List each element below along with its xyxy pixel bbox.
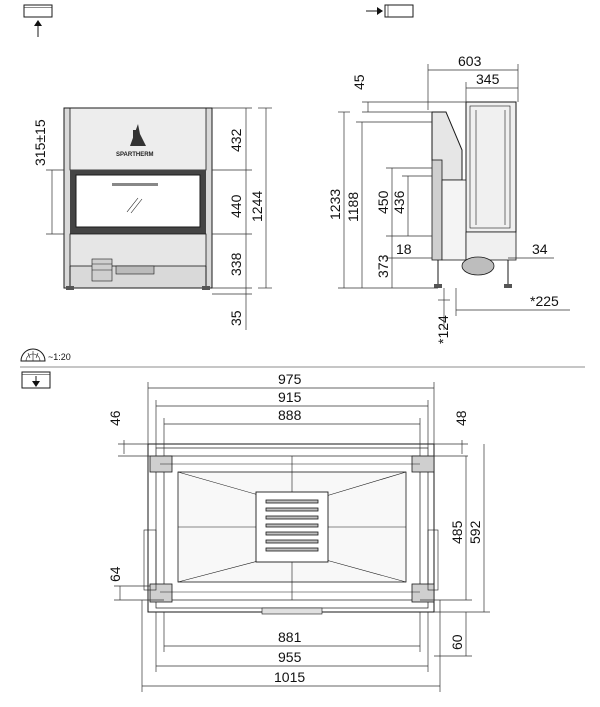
side-view-icon xyxy=(366,4,414,18)
dim-592: 592 xyxy=(467,520,483,544)
dim-915: 915 xyxy=(278,389,302,405)
dim-432: 432 xyxy=(228,128,244,152)
dim-225: *225 xyxy=(530,293,559,309)
dim-975: 975 xyxy=(278,371,302,387)
dim-60: 60 xyxy=(449,634,465,650)
dim-450: 450 xyxy=(375,190,391,214)
dim-440: 440 xyxy=(228,194,244,218)
dim-34: 34 xyxy=(532,241,548,257)
scale-icon xyxy=(20,348,46,362)
dim-64: 64 xyxy=(107,566,123,582)
dim-888: 888 xyxy=(278,407,302,423)
dim-1188: 1188 xyxy=(345,192,361,222)
dim-18: 18 xyxy=(396,241,412,257)
front-dimensions xyxy=(46,107,272,330)
dim-955: 955 xyxy=(278,649,302,665)
scale-label: ~1:20 xyxy=(48,352,71,362)
dim-46: 46 xyxy=(107,410,123,426)
dim-45: 45 xyxy=(351,74,367,90)
front-view xyxy=(63,107,213,290)
dim-436: 436 xyxy=(391,190,407,214)
top-view-icon xyxy=(21,371,51,389)
side-view xyxy=(431,101,517,288)
brand-logo: SPARTHERM xyxy=(116,152,154,158)
front-view-icon xyxy=(23,4,53,37)
dim-35: 35 xyxy=(228,310,244,326)
dim-1015: 1015 xyxy=(274,669,305,685)
dim-603: 603 xyxy=(458,53,482,69)
dim-315: 315±15 xyxy=(32,119,48,166)
dim-1233: 1233 xyxy=(327,189,343,220)
dim-345: 345 xyxy=(476,71,500,87)
dim-338: 338 xyxy=(228,252,244,276)
dim-1244: 1244 xyxy=(249,191,265,222)
plan-view xyxy=(143,443,439,615)
dim-485: 485 xyxy=(449,520,465,544)
side-dimensions xyxy=(338,64,570,330)
dim-881: 881 xyxy=(278,629,302,645)
dim-373: 373 xyxy=(375,254,391,278)
dim-124: *124 xyxy=(435,315,451,344)
plan-dimensions xyxy=(114,382,490,692)
grate-slots xyxy=(265,499,319,552)
dim-48: 48 xyxy=(453,410,469,426)
